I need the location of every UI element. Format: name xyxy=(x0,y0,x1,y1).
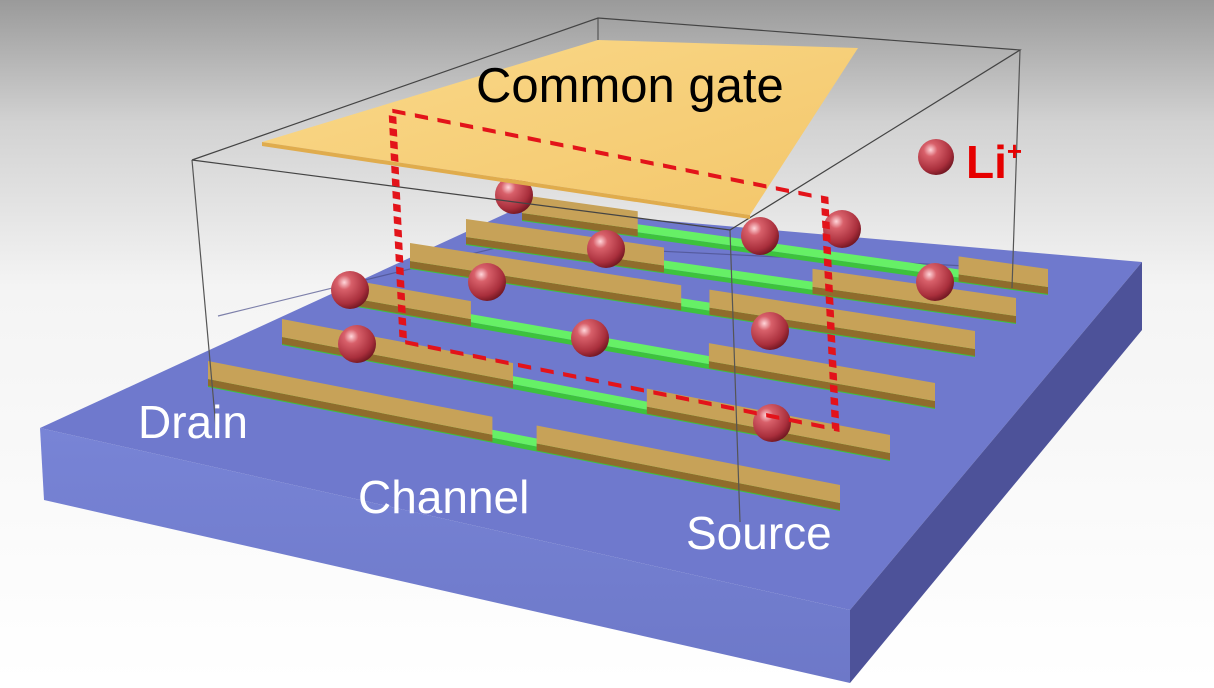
ion-charge: + xyxy=(1006,136,1023,166)
source-electrode-side xyxy=(812,286,1016,323)
lithium-ion xyxy=(916,263,954,301)
substrate xyxy=(40,208,1142,683)
source-electrode-side xyxy=(708,361,935,408)
box-edge xyxy=(191,159,217,429)
source-electrode xyxy=(709,289,975,349)
channel-strip-side xyxy=(522,216,1048,295)
electrolyte-box xyxy=(191,17,1022,523)
source-label: Source xyxy=(686,507,832,559)
source-electrode xyxy=(536,425,840,503)
ion-symbol: Li xyxy=(966,136,1007,188)
drain-label: Drain xyxy=(138,396,248,448)
drain-electrode xyxy=(410,243,682,304)
source-electrode-side xyxy=(536,443,840,510)
box-top-edge xyxy=(191,17,1022,231)
channel-strip xyxy=(522,208,1048,290)
source-electrode xyxy=(708,343,935,401)
lithium-ion xyxy=(751,312,789,350)
drain-electrode xyxy=(340,278,471,320)
common-gate-label: Common gate xyxy=(476,59,784,113)
lithium-ion xyxy=(587,230,625,268)
box-edge xyxy=(1011,49,1021,289)
lithium-ion xyxy=(331,271,369,309)
source-electrode xyxy=(812,268,1016,316)
lithium-ion xyxy=(741,217,779,255)
channel-label: Channel xyxy=(358,471,530,523)
box-edge xyxy=(729,229,741,523)
drain-electrode-side xyxy=(208,379,493,442)
common-gate-electrode xyxy=(262,40,858,219)
lithium-ion xyxy=(495,176,533,214)
lithium-ions xyxy=(331,176,954,442)
drain-electrode xyxy=(282,319,514,382)
lithium-ion xyxy=(468,263,506,301)
lithium-ion xyxy=(823,210,861,248)
substrate-side xyxy=(850,262,1142,683)
lithium-ion xyxy=(338,325,376,363)
source-electrode xyxy=(958,256,1048,287)
lithium-ion xyxy=(753,404,791,442)
lithium-ion-label: Li+ xyxy=(966,138,1022,185)
substrate-top xyxy=(40,208,1142,610)
source-electrode-side xyxy=(958,274,1048,294)
drain-electrode xyxy=(522,195,638,230)
lithium-ion xyxy=(571,319,609,357)
ion-legend-marker xyxy=(918,139,954,175)
drain-electrode xyxy=(208,361,493,435)
substrate-front xyxy=(40,428,850,683)
